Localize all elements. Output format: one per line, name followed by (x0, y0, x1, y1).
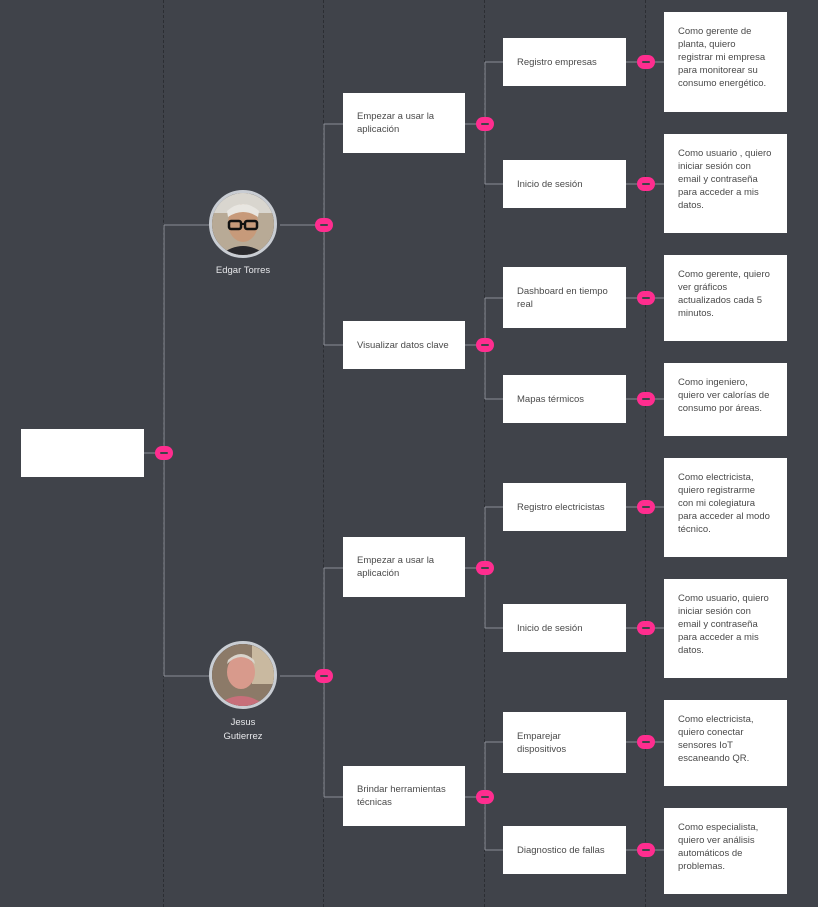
feature-label: Mapas térmicos (517, 393, 585, 405)
collapse-toggle[interactable] (637, 621, 655, 635)
feature-node[interactable]: Registro electricistas (503, 483, 626, 531)
feature-label: Registro empresas (517, 56, 597, 68)
root-node[interactable] (21, 429, 144, 477)
goal-node[interactable]: Empezar a usar la aplicación (343, 93, 465, 153)
user-story-card[interactable]: Como gerente, quiero ver gráficos actual… (664, 255, 787, 341)
man-portrait-photo-icon (212, 644, 274, 706)
feature-node[interactable]: Dashboard en tiempo real (503, 267, 626, 328)
collapse-toggle[interactable] (637, 500, 655, 514)
feature-label: Registro electricistas (517, 501, 605, 513)
collapse-toggle[interactable] (637, 843, 655, 857)
collapse-toggle[interactable] (155, 446, 173, 460)
collapse-toggle[interactable] (476, 338, 494, 352)
user-story-card[interactable]: Como usuario, quiero iniciar sesión con … (664, 579, 787, 678)
user-story-text: Como gerente, quiero ver gráficos actual… (678, 269, 770, 319)
user-story-card[interactable]: Como gerente de planta, quiero registrar… (664, 12, 787, 112)
user-story-text: Como ingeniero, quiero ver calorías de c… (678, 377, 770, 414)
feature-label: Inicio de sesión (517, 622, 583, 634)
user-story-text: Como gerente de planta, quiero registrar… (678, 26, 767, 89)
feature-label: Dashboard en tiempo real (517, 285, 608, 310)
persona-name: Edgar Torres (215, 265, 271, 276)
user-story-text: Como electricista, quiero registrarme co… (678, 472, 770, 535)
feature-label: Emparejar dispositivos (517, 730, 567, 755)
goal-node[interactable]: Empezar a usar la aplicación (343, 537, 465, 597)
collapse-toggle[interactable] (637, 291, 655, 305)
goal-node[interactable]: Visualizar datos clave (343, 321, 465, 369)
user-story-text: Como usuario , quiero iniciar sesión con… (678, 148, 772, 211)
user-story-card[interactable]: Como especialista, quiero ver análisis a… (664, 808, 787, 894)
feature-node[interactable]: Diagnostico de fallas (503, 826, 626, 874)
user-story-card[interactable]: Como electricista, quiero registrarme co… (664, 458, 787, 557)
feature-label: Inicio de sesión (517, 178, 583, 190)
column-guide (484, 0, 485, 907)
avatar[interactable] (209, 641, 277, 709)
collapse-toggle[interactable] (315, 218, 333, 232)
feature-node[interactable]: Emparejar dispositivos (503, 712, 626, 773)
goal-label: Empezar a usar la aplicación (357, 555, 435, 579)
collapse-toggle[interactable] (476, 117, 494, 131)
collapse-toggle[interactable] (476, 561, 494, 575)
elderly-man-with-glasses-photo-icon (212, 193, 274, 255)
collapse-toggle[interactable] (315, 669, 333, 683)
column-guide (645, 0, 646, 907)
collapse-toggle[interactable] (637, 735, 655, 749)
avatar[interactable] (209, 190, 277, 258)
column-guide (323, 0, 324, 907)
feature-node[interactable]: Inicio de sesión (503, 160, 626, 208)
feature-label: Diagnostico de fallas (517, 844, 605, 856)
user-story-text: Como usuario, quiero iniciar sesión con … (678, 593, 769, 656)
collapse-toggle[interactable] (637, 177, 655, 191)
feature-node[interactable]: Registro empresas (503, 38, 626, 86)
goal-label: Empezar a usar la aplicación (357, 111, 435, 135)
user-story-card[interactable]: Como ingeniero, quiero ver calorías de c… (664, 363, 787, 436)
user-story-card[interactable]: Como electricista, quiero conectar senso… (664, 700, 787, 786)
collapse-toggle[interactable] (476, 790, 494, 804)
feature-node[interactable]: Inicio de sesión (503, 604, 626, 652)
persona-name: Jesus Gutierrez (223, 717, 263, 742)
feature-node[interactable]: Mapas térmicos (503, 375, 626, 423)
collapse-toggle[interactable] (637, 392, 655, 406)
goal-label: Visualizar datos clave (357, 339, 449, 351)
goal-node[interactable]: Brindar herramientas técnicas (343, 766, 465, 826)
user-story-card[interactable]: Como usuario , quiero iniciar sesión con… (664, 134, 787, 233)
goal-label: Brindar herramientas técnicas (357, 784, 446, 808)
user-story-text: Como especialista, quiero ver análisis a… (678, 822, 759, 872)
user-story-text: Como electricista, quiero conectar senso… (678, 714, 754, 764)
collapse-toggle[interactable] (637, 55, 655, 69)
